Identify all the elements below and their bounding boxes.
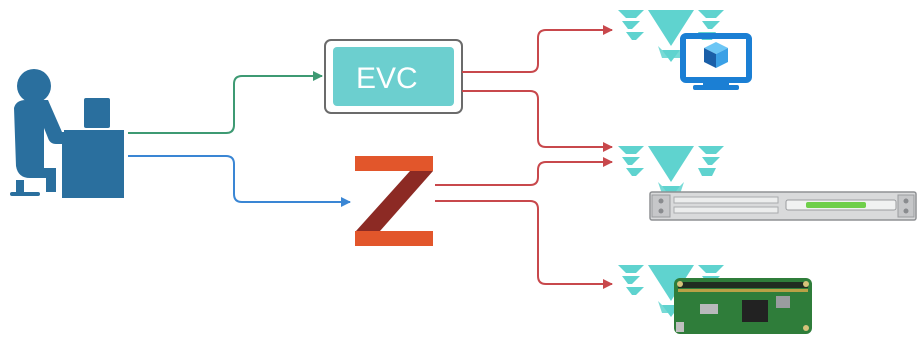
red-arrow-evc-to-server [462,90,613,152]
raspberry-pi-zero-board [674,278,812,334]
red-arrow-zerotier-to-raspberry-pi [435,200,613,289]
rack-server [649,191,917,221]
azure-virtual-machine-icon [680,33,752,90]
red-arrow-evc-to-cloud-vm [462,25,613,73]
evc-box[interactable]: EVC [324,39,463,114]
green-arrow-user-to-evc [128,71,323,134]
blue-arrow-user-to-zerotier [128,155,351,207]
eve-ng-logo [618,146,724,198]
red-arrow-zerotier-to-server [435,157,613,186]
user-at-computer-icon [10,69,124,198]
evc-label: EVC [356,62,418,95]
zerotier-logo [355,156,433,246]
